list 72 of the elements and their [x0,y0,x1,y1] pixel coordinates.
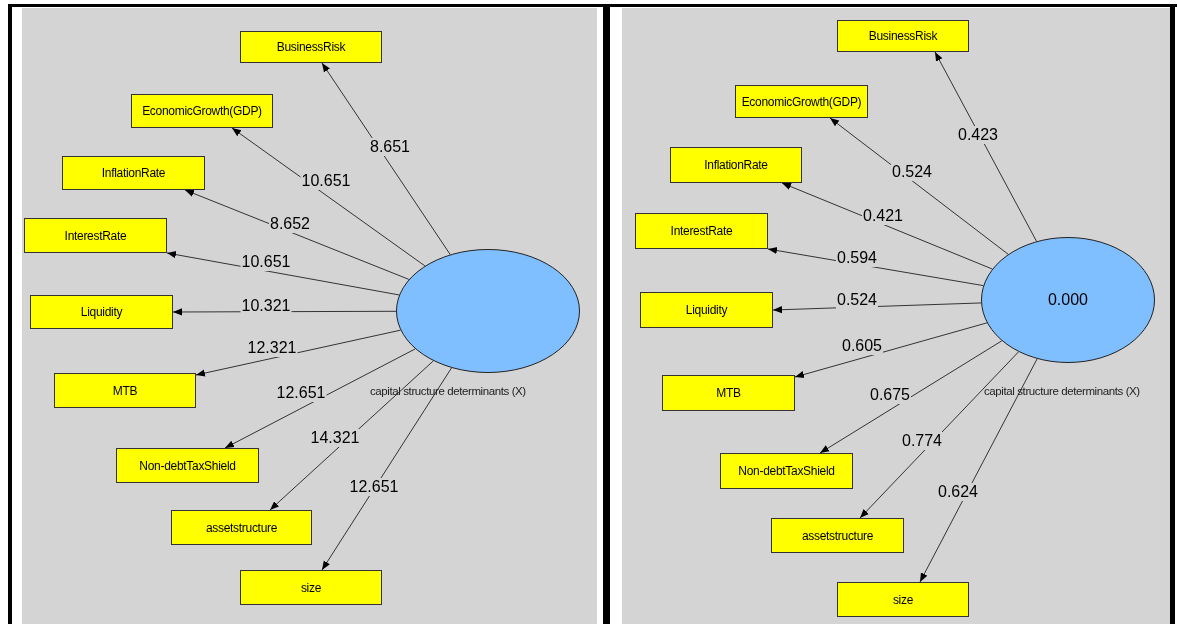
variable-box [24,218,167,253]
variable-name: BusinessRisk [276,40,346,54]
variable-name: BusinessRisk [868,29,938,43]
variable-name: Liquidity [80,305,123,319]
variable-box [240,570,382,605]
variable-name: Non-debtTaxShield [139,458,236,473]
edge-label: 8.651 [369,138,411,156]
variable-name: assetstructure [205,520,278,535]
variable-box [62,156,205,190]
variable-name: size [300,580,322,595]
construct-label: capital structure determinants (X) [984,385,1140,397]
variable-name: size [892,592,914,607]
variable-box [30,295,173,329]
arrow [231,127,426,267]
variable-name: assetstructure [801,528,874,543]
edge-label: 0.624 [937,483,979,501]
variable-name: EconomicGrowth(GDP) [142,104,262,118]
edge-label: 10.651 [240,253,292,271]
arrow [224,348,416,449]
arrow [934,51,1037,242]
arrow [166,251,400,296]
variable-box [662,375,795,411]
variable-name: InflationRate [101,166,166,180]
ellipse-value: 0.000 [1047,291,1088,309]
variable-box [720,453,853,489]
edge-label: 0.423 [957,126,999,144]
arrow [321,367,452,571]
arrow [859,351,1020,519]
variable-name: InflationRate [704,158,768,172]
arrow [184,189,410,280]
variable-box [635,213,768,249]
variable-name: Liquidity [685,303,728,317]
variable-name: MTB [716,386,741,400]
edge-label: 0.594 [836,249,878,267]
edge-label: 10.651 [300,172,352,190]
edge-label: 8.652 [269,215,311,233]
variable-name: InterestRate [670,224,733,238]
variable-box [116,448,259,483]
variable-box [837,20,969,52]
variable-box [131,94,273,128]
edge-label: 0.605 [841,337,883,355]
edge-label: 12.321 [246,339,298,357]
variable-box [670,147,802,183]
arrow [321,62,451,255]
edge-label: 0.524 [891,163,933,181]
edge-label: 12.651 [348,478,400,496]
edge-label: 12.651 [275,384,327,402]
variable-box [171,510,312,545]
edge-label: 10.321 [240,297,292,315]
variable-name: MTB [112,383,138,398]
edge-label: 14.321 [309,429,361,447]
arrow [195,329,401,377]
arrow [919,358,1038,583]
variable-name: Non-debtTaxShield [738,464,835,478]
arrow [781,182,993,270]
variable-box [54,373,196,408]
edge-label: 0.774 [901,432,943,450]
variable-box [240,31,382,63]
arrow [269,360,434,511]
edge-label: 0.675 [869,386,911,404]
variable-name: InterestRate [64,228,127,243]
variable-box [640,292,773,328]
arrow [794,322,988,378]
edge-label: 0.524 [836,291,878,309]
variable-box [837,582,969,617]
variable-name: EconomicGrowth(GDP) [741,94,862,109]
arrow [829,117,1009,255]
variable-box [771,518,904,553]
construct-label: capital structure determinants (X) [370,385,526,397]
variable-box [735,85,868,118]
arrow [819,340,1003,454]
edge-label: 0.421 [862,207,904,225]
